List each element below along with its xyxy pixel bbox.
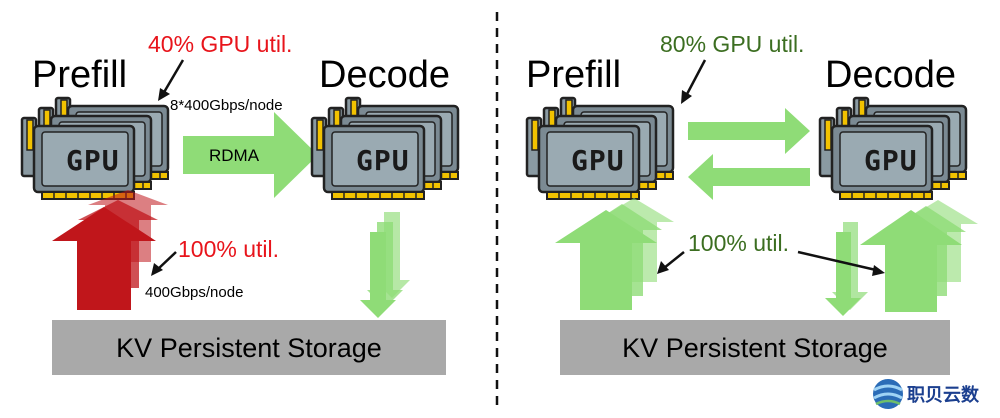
brand-logo: 职贝云数 [873, 379, 980, 409]
right-decode-read-arrows [860, 200, 978, 312]
left-util-pointer-arrow [158, 59, 185, 101]
left-storage-label: KV Persistent Storage [116, 333, 382, 363]
left-rdma-label: RDMA [209, 146, 260, 165]
left-rdma-arrow: RDMA [183, 112, 318, 198]
left-storage-util-label: 100% util. [178, 236, 279, 262]
left-network-bandwidth-label: 8*400Gbps/node [170, 97, 283, 114]
right-storage-util-pointer-right [797, 250, 885, 276]
right-gpu-util-label: 80% GPU util. [660, 31, 804, 57]
left-decode-write-arrows [360, 212, 410, 318]
right-storage-label: KV Persistent Storage [622, 333, 888, 363]
left-prefill-util-label: 40% GPU util. [148, 31, 292, 57]
right-prefill-title: Prefill [526, 54, 621, 96]
globe-icon [873, 379, 903, 409]
right-storage-box [560, 320, 950, 375]
left-storage-read-arrows [52, 190, 168, 310]
left-prefill-title: Prefill [32, 54, 127, 96]
left-storage-box [52, 320, 446, 375]
right-decode-gpu-stack: GPU [820, 98, 966, 199]
left-prefill-gpu-label: GPU [66, 144, 120, 177]
right-storage-util-label: 100% util. [688, 230, 789, 256]
right-bidirectional-arrows [688, 108, 810, 200]
right-prefill-read-arrows [555, 198, 674, 310]
right-decode-title: Decode [825, 54, 956, 96]
right-prefill-gpu-stack: GPU [527, 98, 673, 199]
left-panel: Prefill Decode 40% GPU util. 8*400Gbps/n… [22, 31, 458, 375]
right-decode-gpu-label: GPU [864, 144, 918, 177]
left-prefill-gpu-stack: GPU [22, 98, 168, 199]
right-panel: Prefill Decode 80% GPU util. GPU GPU [526, 31, 978, 375]
left-decode-gpu-stack: GPU [312, 98, 458, 199]
left-decode-gpu-label: GPU [356, 144, 410, 177]
left-decode-title: Decode [319, 54, 450, 96]
right-util-pointer-arrow [681, 59, 707, 104]
right-decode-write-arrows [825, 222, 868, 316]
left-storage-bandwidth-label: 400Gbps/node [145, 284, 243, 301]
right-storage-util-pointer-left [657, 251, 685, 274]
right-prefill-gpu-label: GPU [571, 144, 625, 177]
brand-logo-text: 职贝云数 [907, 384, 980, 405]
left-storage-util-pointer [151, 251, 177, 276]
